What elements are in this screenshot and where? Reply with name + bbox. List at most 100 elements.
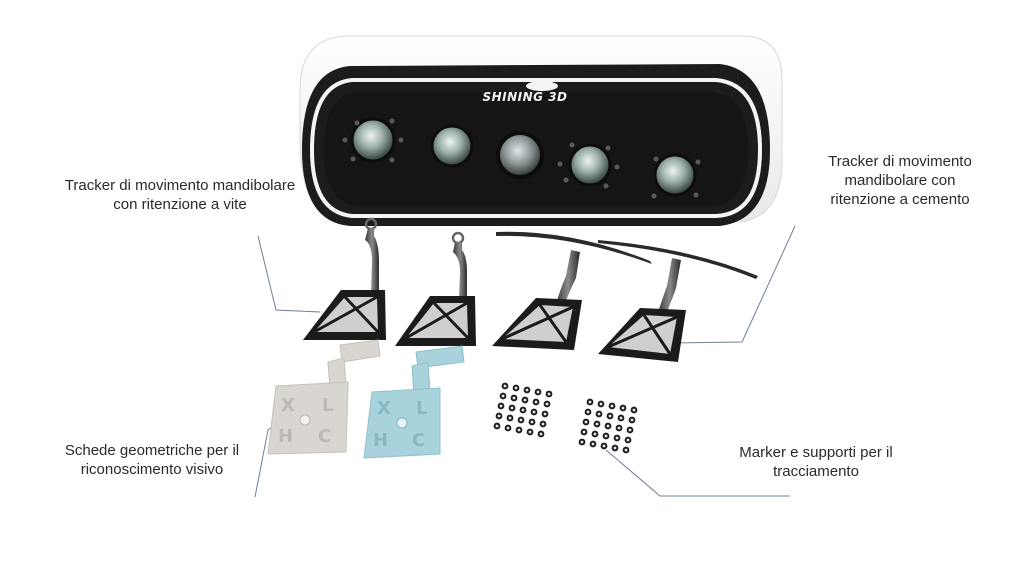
marker-dot-center (608, 414, 612, 418)
card-letter: C (318, 426, 331, 447)
marker-dot-center (630, 418, 634, 422)
marker-dot-center (534, 400, 538, 404)
marker-dot-center (582, 430, 586, 434)
led (557, 161, 563, 167)
marker-dot-center (519, 418, 523, 422)
marker-dot-center (523, 398, 527, 402)
led (342, 137, 348, 143)
marker-dot-center (530, 420, 534, 424)
marker-dot-center (543, 412, 547, 416)
led-group (342, 118, 701, 199)
leader-markers (605, 449, 790, 497)
marker-dot-center (517, 428, 521, 432)
card-letter: X (377, 398, 391, 419)
marker-dot-center (602, 444, 606, 448)
card-letter: X (281, 395, 295, 416)
marker-dot-center (536, 390, 540, 394)
lens-2 (430, 124, 474, 168)
tracker-stem (365, 228, 379, 296)
card-letter: L (322, 395, 333, 416)
tracker-cement-1 (492, 231, 652, 350)
geometric-card-gray: X L H C (267, 339, 381, 455)
label-line: Schede geometriche per il (64, 442, 240, 459)
marker-dot-center (532, 410, 536, 414)
marker-dot-center (501, 394, 505, 398)
led (693, 192, 699, 198)
marker-dot-center (503, 384, 507, 388)
scanner-face-ring (309, 78, 763, 218)
leader-cement-tracker (667, 225, 796, 344)
leader-screw-tracker (257, 235, 321, 313)
leader-lines (254, 225, 796, 498)
tracker-cross (642, 314, 672, 355)
marker-dot-center (586, 410, 590, 414)
tracker-cross (607, 315, 678, 349)
led (350, 156, 356, 162)
led (653, 156, 659, 162)
label-line: riconoscimento visivo (80, 461, 224, 478)
tracker-bar (496, 231, 652, 264)
marker-dot-center (495, 424, 499, 428)
lens-5 (653, 153, 697, 197)
tracker-bar (598, 240, 758, 279)
label-markers: Marker e supporti per il tracciamento (700, 443, 932, 481)
tracker-cross (501, 305, 574, 341)
marker-dot-center (497, 414, 501, 418)
scanner-brand-text: SHINING 3D (482, 90, 567, 104)
label-line: ritenzione a cemento (830, 191, 970, 208)
led (603, 183, 609, 189)
card-letter: H (373, 430, 388, 451)
lens-center (496, 131, 544, 179)
led (563, 177, 569, 183)
lens-1 (350, 117, 396, 163)
marker-dot-center (619, 416, 623, 420)
marker-dot-center (499, 404, 503, 408)
led (389, 157, 395, 163)
tracker-cross (538, 304, 568, 343)
marker-dot-center (547, 392, 551, 396)
marker-dot-center (617, 426, 621, 430)
marker-dot-center (604, 434, 608, 438)
marker-dot-center (624, 448, 628, 452)
tracker-cross (432, 301, 470, 340)
led (354, 120, 360, 126)
marker-dot-center (580, 440, 584, 444)
marker-dot-center (514, 386, 518, 390)
card-handle (339, 339, 381, 363)
label-line: Tracker di movimento (828, 153, 972, 170)
marker-dot-center (606, 424, 610, 428)
label-screw-tracker: Tracker di movimento mandibolare con rit… (30, 176, 330, 214)
scanner-device: SHINING 3D (299, 35, 783, 226)
scanner-top-button (526, 81, 558, 91)
led (398, 137, 404, 143)
marker-dot-center (539, 432, 543, 436)
marker-dot-center (545, 402, 549, 406)
marker-dot-center (525, 388, 529, 392)
tracker-screw-2 (395, 231, 476, 346)
tracker-cross (405, 301, 468, 340)
marker-dot-center (528, 430, 532, 434)
marker-dot-center (588, 400, 592, 404)
label-geometric-cards: Schede geometriche per il riconoscimento… (36, 441, 268, 479)
marker-grid-2 (578, 398, 638, 454)
led (614, 164, 620, 170)
geometric-card-blue: X L H C (363, 345, 465, 459)
tracker-cross (313, 295, 378, 334)
marker-dot-center (591, 442, 595, 446)
led (569, 142, 575, 148)
card-center-dot (299, 414, 311, 426)
marker-dot-center (599, 402, 603, 406)
marker-dot-center (610, 404, 614, 408)
label-line: Marker e supporti per il (739, 444, 893, 461)
marker-dot-center (613, 446, 617, 450)
label-line: Tracker di movimento mandibolare (64, 177, 296, 194)
label-line: con ritenzione a vite (113, 196, 247, 213)
card-center-dot (396, 417, 408, 429)
card-letter: H (278, 426, 293, 447)
led (651, 193, 657, 199)
marker-dot-center (584, 420, 588, 424)
marker-dot-center (632, 408, 636, 412)
marker-dot-center (508, 416, 512, 420)
